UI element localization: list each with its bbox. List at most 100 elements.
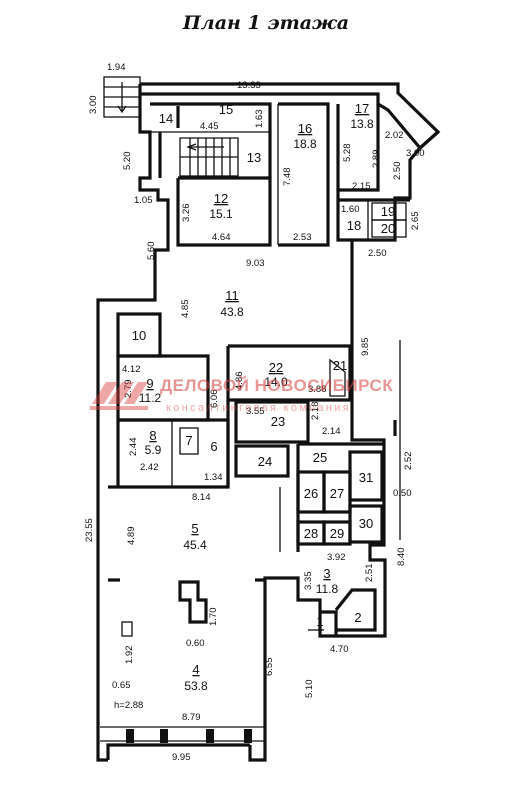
room-24-number: 24 [258, 454, 272, 469]
dimension-label: 5.28 [342, 144, 353, 163]
dimension-label: 6.55 [264, 658, 275, 677]
room-5-number: 5 [191, 521, 198, 536]
dimension-label: 2.89 [371, 150, 382, 169]
dimension-label: 2.79 [123, 380, 134, 399]
dimension-label: 2.42 [140, 462, 159, 473]
dimension-label: 2.50 [368, 248, 387, 259]
dimension-label: 3.00 [406, 148, 425, 159]
room-5-area: 45.4 [183, 538, 207, 552]
dimension-label: 9.03 [246, 258, 265, 269]
dimension-label: 8.14 [192, 492, 211, 503]
dimension-label: 4.70 [330, 644, 349, 655]
dimension-label: 2.18 [310, 402, 321, 421]
dimension-label: 5.20 [122, 152, 133, 171]
room-labels: 1 2 3 11.8 4 53.8 5 45.4 6 7 8 5.9 9 11.… [132, 101, 395, 693]
room-3-number: 3 [323, 566, 330, 581]
room-16-number: 16 [298, 121, 312, 136]
room-18-number: 18 [347, 218, 361, 233]
room-15-number: 15 [219, 102, 233, 117]
room-9-area: 11.2 [139, 391, 162, 405]
room-3-area: 11.8 [316, 582, 339, 596]
room-27-number: 27 [330, 486, 344, 501]
dimension-label: 13.33 [237, 80, 261, 91]
room-9-number: 9 [146, 376, 153, 391]
dimension-labels: 1.94 13.33 3.00 4.45 1.63 5.20 7.48 5.28… [84, 62, 425, 763]
dimension-label: 1.60 [341, 204, 360, 215]
dimension-label: 6.06 [209, 390, 220, 409]
dimension-label: 5.60 [146, 242, 157, 261]
room-1-number: 1 [316, 614, 323, 629]
dimension-label: 1.94 [107, 62, 126, 73]
dimension-label: 2.15 [352, 181, 371, 192]
room-23-number: 23 [271, 414, 285, 429]
dimension-label: 3.55 [246, 406, 265, 417]
room-20-number: 20 [381, 221, 395, 236]
room-10-number: 10 [132, 328, 146, 343]
dimension-label: 2.02 [385, 130, 404, 141]
dimension-label: 3.26 [181, 204, 192, 223]
dimension-label: 9.95 [172, 752, 191, 763]
room-22-number: 22 [269, 360, 283, 375]
dimension-label: 2.50 [392, 162, 403, 181]
room-30-number: 30 [359, 516, 373, 531]
stair-treads [189, 138, 231, 176]
dimension-label: 1.70 [208, 608, 219, 627]
room-13-number: 13 [247, 150, 261, 165]
dimension-label: 2.53 [293, 232, 312, 243]
dimension-label: 2.65 [410, 212, 421, 231]
dimension-label: 4.89 [126, 527, 137, 546]
room-4-area: 53.8 [184, 679, 208, 693]
room-12-number: 12 [214, 191, 228, 206]
room-6-number: 6 [210, 439, 217, 454]
dimension-label: 2.51 [364, 564, 375, 583]
room-21-number: 21 [333, 358, 347, 373]
room-19-number: 19 [381, 204, 395, 219]
dimension-label: 0.65 [112, 680, 131, 691]
dimension-label: 4.12 [122, 364, 141, 375]
room-14-number: 14 [159, 111, 173, 126]
dimension-label: 3.88 [308, 384, 327, 395]
dimension-label: 2.52 [403, 452, 414, 471]
dimension-label: 8.40 [396, 548, 407, 567]
room-25-number: 25 [313, 450, 327, 465]
dimension-label: 1.34 [204, 472, 223, 483]
room-8-number: 8 [149, 428, 156, 443]
room-26-number: 26 [304, 486, 318, 501]
dimension-label: 4.86 [234, 372, 245, 391]
dimension-label: 1.63 [254, 110, 265, 129]
room-16-area: 18.8 [293, 137, 317, 151]
dimension-label: 23.55 [84, 518, 95, 542]
dimension-label: 2.14 [322, 426, 341, 437]
dimension-label: 3.00 [88, 96, 99, 115]
room-11-area: 43.8 [220, 305, 244, 319]
dimension-label: 4.85 [180, 300, 191, 319]
room-28-number: 28 [304, 526, 318, 541]
dimension-label: 8.79 [182, 712, 201, 723]
dimension-label: 3.92 [327, 552, 346, 563]
dimension-label: 7.48 [282, 168, 293, 187]
room-12-area: 15.1 [209, 207, 233, 221]
room-8-area: 5.9 [145, 443, 162, 457]
room-17-area: 13.8 [350, 117, 374, 131]
dimension-label: 0.60 [186, 638, 205, 649]
plan-title: План 1 этажа [182, 12, 350, 34]
walls [96, 76, 441, 762]
dimension-label: 0.50 [393, 488, 412, 499]
room-31-number: 31 [359, 470, 373, 485]
dimension-label: 3.35 [303, 572, 314, 591]
room-22-area: 14.0 [264, 375, 288, 389]
room-17-number: 17 [355, 101, 369, 116]
room-7-number: 7 [185, 433, 192, 448]
room-29-number: 29 [330, 526, 344, 541]
dimension-label: 1.92 [124, 646, 135, 665]
room-2-number: 2 [354, 610, 361, 625]
dimension-label: 4.45 [200, 121, 219, 132]
dimension-label: 9.85 [360, 338, 371, 357]
room-4-number: 4 [192, 662, 199, 677]
dimension-label: 4.64 [212, 232, 231, 243]
dimension-label: 5.10 [304, 680, 315, 699]
room-11-number: 11 [225, 288, 239, 303]
dimension-label: 1.05 [134, 195, 153, 206]
dimension-label: h=2.88 [114, 700, 143, 711]
